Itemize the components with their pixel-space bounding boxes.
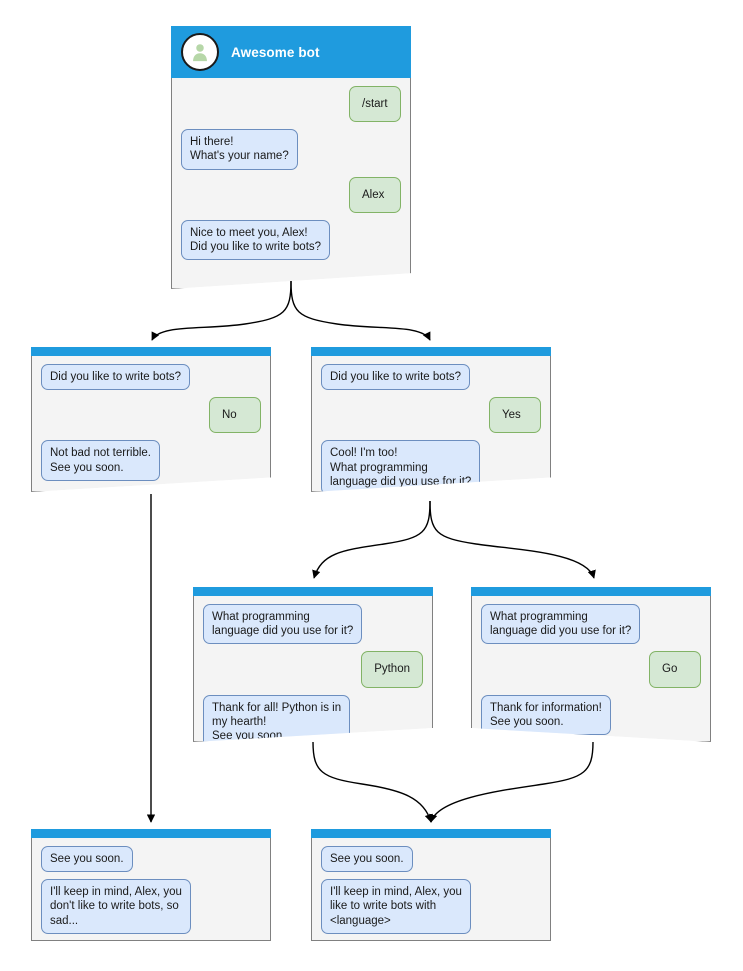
edge-go-to-end [429, 741, 594, 823]
message-row: Did you like to write bots? [321, 364, 541, 391]
message-row: See you soon. [321, 846, 541, 873]
bot-name-label: Awesome bot [231, 44, 320, 60]
edge-yes-to-python [312, 500, 431, 579]
message-row: Go [481, 651, 701, 688]
bot-message-bubble[interactable]: I'll keep in mind, Alex, you don't like … [41, 879, 191, 934]
user-message-bubble[interactable]: /start [349, 86, 401, 123]
message-row: Thank for information! See you soon. [481, 694, 701, 736]
message-row: Nice to meet you, Alex! Did you like to … [181, 219, 401, 261]
bot-message-bubble[interactable]: I'll keep in mind, Alex, you like to wri… [321, 879, 471, 934]
bot-message-bubble[interactable]: Cool! I'm too! What programming language… [321, 440, 481, 492]
message-row: No [41, 397, 261, 434]
card-header [311, 829, 551, 838]
message-row: /start [181, 86, 401, 123]
bot-message-bubble[interactable]: Not bad not terrible. See you soon. [41, 440, 161, 481]
message-row: I'll keep in mind, Alex, you don't like … [41, 879, 261, 934]
card-header [31, 829, 271, 838]
card-header [193, 587, 433, 596]
message-row: Cool! I'm too! What programming language… [321, 440, 541, 492]
chat-card-no[interactable]: Did you like to write bots? No Not bad n… [31, 347, 271, 492]
chat-card-go[interactable]: What programming language did you use fo… [471, 587, 711, 742]
user-message-bubble[interactable]: Yes [489, 397, 541, 434]
message-row: I'll keep in mind, Alex, you like to wri… [321, 879, 541, 934]
message-row: Did you like to write bots? [41, 364, 261, 391]
user-message-bubble[interactable]: No [209, 397, 261, 434]
bot-message-bubble[interactable]: Did you like to write bots? [321, 364, 471, 391]
bot-message-bubble[interactable]: What programming language did you use fo… [481, 604, 641, 645]
message-row: What programming language did you use fo… [481, 604, 701, 645]
message-row: Thank for all! Python is in my hearth! S… [203, 694, 423, 742]
bot-message-bubble[interactable]: Thank for information! See you soon. [481, 694, 611, 736]
bot-message-bubble[interactable]: See you soon. [321, 846, 413, 873]
message-row: Not bad not terrible. See you soon. [41, 440, 261, 481]
edge-root-to-yes [290, 280, 431, 341]
chat-card-end-yes[interactable]: See you soon. I'll keep in mind, Alex, y… [311, 829, 551, 941]
message-row: Yes [321, 397, 541, 434]
person-avatar-icon [181, 33, 219, 71]
message-row: Alex [181, 176, 401, 213]
bot-message-bubble[interactable]: Did you like to write bots? [41, 364, 191, 391]
message-row: Hi there! What's your name? [181, 129, 401, 170]
bot-message-bubble[interactable]: Thank for all! Python is in my hearth! S… [203, 694, 351, 742]
card-header [471, 587, 711, 596]
edge-python-to-end [312, 741, 433, 823]
bot-message-bubble[interactable]: Hi there! What's your name? [181, 129, 298, 170]
bot-message-bubble[interactable]: What programming language did you use fo… [203, 604, 363, 645]
chat-card-start[interactable]: Awesome bot /start Hi there! What's your… [171, 26, 411, 289]
user-message-bubble[interactable]: Python [361, 651, 423, 688]
bot-message-bubble[interactable]: Nice to meet you, Alex! Did you like to … [181, 219, 331, 261]
message-row: See you soon. [41, 846, 261, 873]
card-header [311, 347, 551, 356]
user-message-bubble[interactable]: Go [649, 651, 701, 688]
card-header: Awesome bot [171, 26, 411, 78]
user-message-bubble[interactable]: Alex [349, 176, 401, 213]
message-row: Python [203, 651, 423, 688]
chat-card-python[interactable]: What programming language did you use fo… [193, 587, 433, 742]
card-header [31, 347, 271, 356]
message-row: What programming language did you use fo… [203, 604, 423, 645]
bot-message-bubble[interactable]: See you soon. [41, 846, 133, 873]
edge-yes-to-go [429, 500, 596, 579]
chat-card-end-no[interactable]: See you soon. I'll keep in mind, Alex, y… [31, 829, 271, 941]
chat-card-yes[interactable]: Did you like to write bots? Yes Cool! I'… [311, 347, 551, 492]
edge-root-to-no [151, 280, 292, 341]
